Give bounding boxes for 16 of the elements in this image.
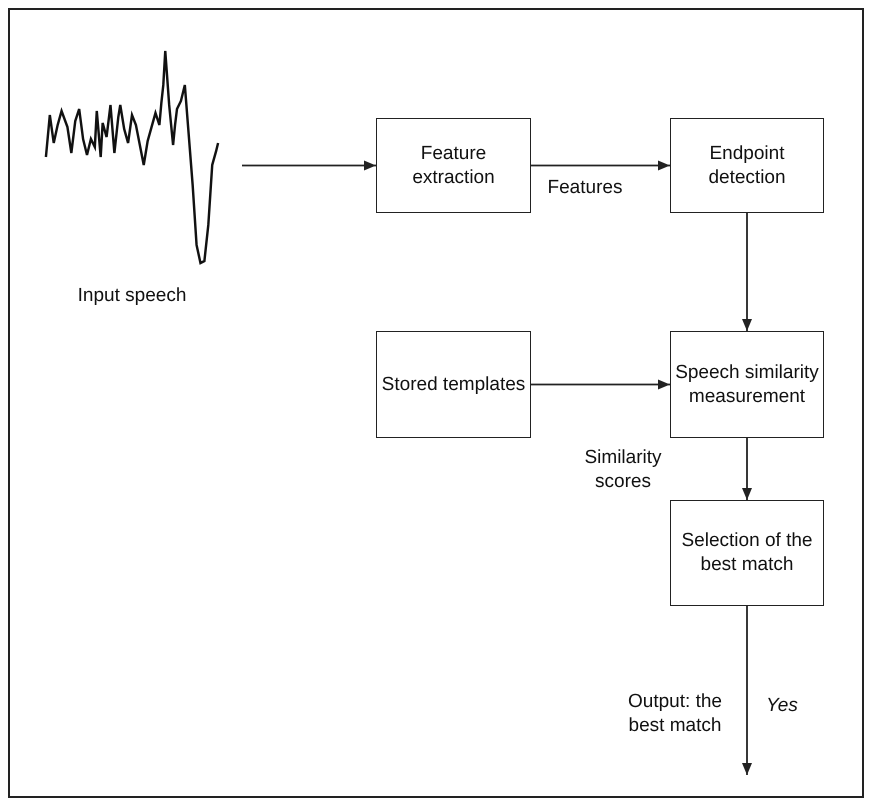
box-text: Selection of the best match [680,529,814,577]
process-box [376,331,531,438]
arrow [742,213,752,331]
arrow [242,160,376,170]
box-text: Speech similarity measurement [675,360,819,408]
process-box [670,500,824,606]
arrow [531,380,670,390]
arrow [742,606,752,775]
box-text: Feature extraction [411,142,496,190]
box-text: Endpoint detection [707,142,787,190]
arrow [742,438,752,500]
arrow [531,160,670,170]
process-box [670,331,824,438]
process-box [376,118,531,213]
box-text: Stored templates [382,372,526,396]
process-box [670,118,824,213]
